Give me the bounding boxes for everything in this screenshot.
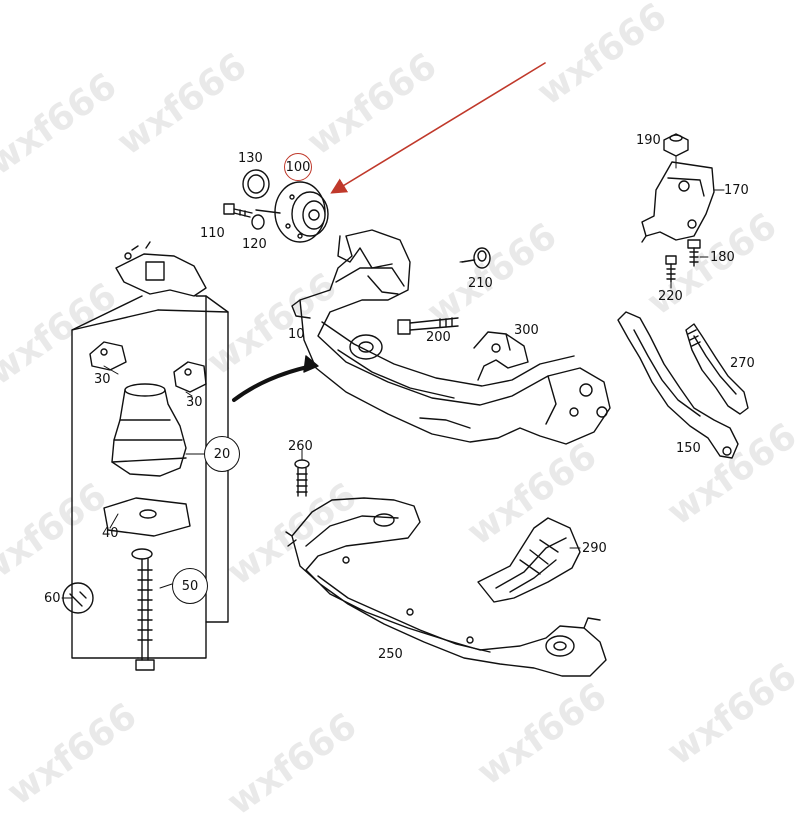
part-label-250: 250 (378, 647, 403, 662)
nut-part (663, 133, 689, 157)
mount-bolt-part (665, 255, 677, 283)
part-label-300: 300 (514, 323, 539, 338)
washer-part (251, 214, 265, 230)
part-label-30-left: 30 (94, 372, 111, 387)
leader-lines (61, 155, 725, 599)
part-label-150: 150 (676, 441, 701, 456)
control-arm-part (617, 311, 739, 459)
part-label-210: 210 (468, 276, 493, 291)
strut-part (685, 323, 749, 415)
long-bolt-part (397, 317, 459, 335)
diagram-drawing (61, 62, 749, 677)
bushing-nut-part (461, 247, 491, 269)
assembly-arrow (232, 364, 314, 402)
part-label-260: 260 (288, 439, 313, 454)
small-bracket-part (473, 331, 529, 381)
part-label-130: 130 (238, 151, 263, 166)
mount-bracket-part (641, 161, 715, 243)
part-label-30-right: 30 (186, 395, 203, 410)
wheel-hub-part (255, 181, 329, 243)
screw-part (294, 459, 310, 497)
part-label-10: 10 (288, 327, 305, 342)
part-label-20: 20 (204, 436, 240, 472)
bracket-bolt-part (687, 239, 701, 267)
part-label-220: 220 (658, 289, 683, 304)
part-label-110: 110 (200, 226, 225, 241)
part-label-290: 290 (582, 541, 607, 556)
seal-ring-part (242, 169, 270, 199)
part-label-120: 120 (242, 237, 267, 252)
highlight-arrow (330, 62, 546, 194)
part-label-50: 50 (172, 568, 208, 604)
part-label-200: 200 (426, 330, 451, 345)
part-label-180: 180 (710, 250, 735, 265)
hub-bolt-part (223, 203, 253, 218)
part-label-190: 190 (636, 133, 661, 148)
rear-crossmember-part (285, 497, 607, 677)
part-label-270: 270 (730, 356, 755, 371)
skid-shield-part (477, 517, 581, 603)
part-label-40: 40 (102, 526, 119, 541)
part-label-60: 60 (44, 591, 61, 606)
part-label-100-highlighted: 100 (284, 153, 312, 181)
front-subframe-part (291, 229, 611, 445)
part-label-170: 170 (724, 183, 749, 198)
